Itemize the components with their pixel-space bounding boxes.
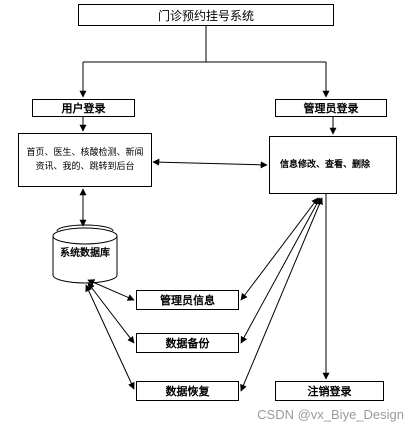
- user-functions-box: 首页、医生、核酸检测、新闻资讯、我的、跳转到后台: [18, 133, 152, 187]
- logout-box: 注销登录: [275, 381, 384, 401]
- user-login-box: 用户登录: [32, 99, 135, 117]
- system-title-box: 门诊预约挂号系统: [78, 4, 334, 26]
- system-title: 门诊预约挂号系统: [157, 8, 254, 23]
- db-to-boxes-arrows: [85, 279, 135, 390]
- admin-functions-text: 信息修改、查看、删除: [280, 159, 371, 170]
- logout-label: 注销登录: [307, 385, 352, 398]
- admin-login-label: 管理员登录: [303, 102, 359, 115]
- admin-info-label: 管理员信息: [160, 294, 215, 307]
- admin-functions-box: 信息修改、查看、删除: [269, 136, 397, 194]
- data-restore-label: 数据恢复: [165, 385, 210, 398]
- title-connector: [79, 26, 330, 98]
- user-login-label: 用户登录: [61, 102, 106, 115]
- watermark: CSDN @vx_Biye_Design: [257, 407, 404, 422]
- data-backup-box: 数据备份: [136, 333, 239, 353]
- database-label: 系统数据库: [60, 248, 110, 259]
- admin-info-box: 管理员信息: [136, 290, 239, 310]
- admin-login-box: 管理员登录: [275, 99, 387, 117]
- data-backup-label: 数据备份: [165, 337, 210, 350]
- admin-to-boxes-arrows: [240, 197, 323, 392]
- user-functions-text: 首页、医生、核酸检测、新闻资讯、我的、跳转到后台: [26, 148, 144, 172]
- database-cylinder: [52, 224, 118, 284]
- functions-link-arrow: [152, 158, 268, 169]
- data-restore-box: 数据恢复: [136, 381, 239, 401]
